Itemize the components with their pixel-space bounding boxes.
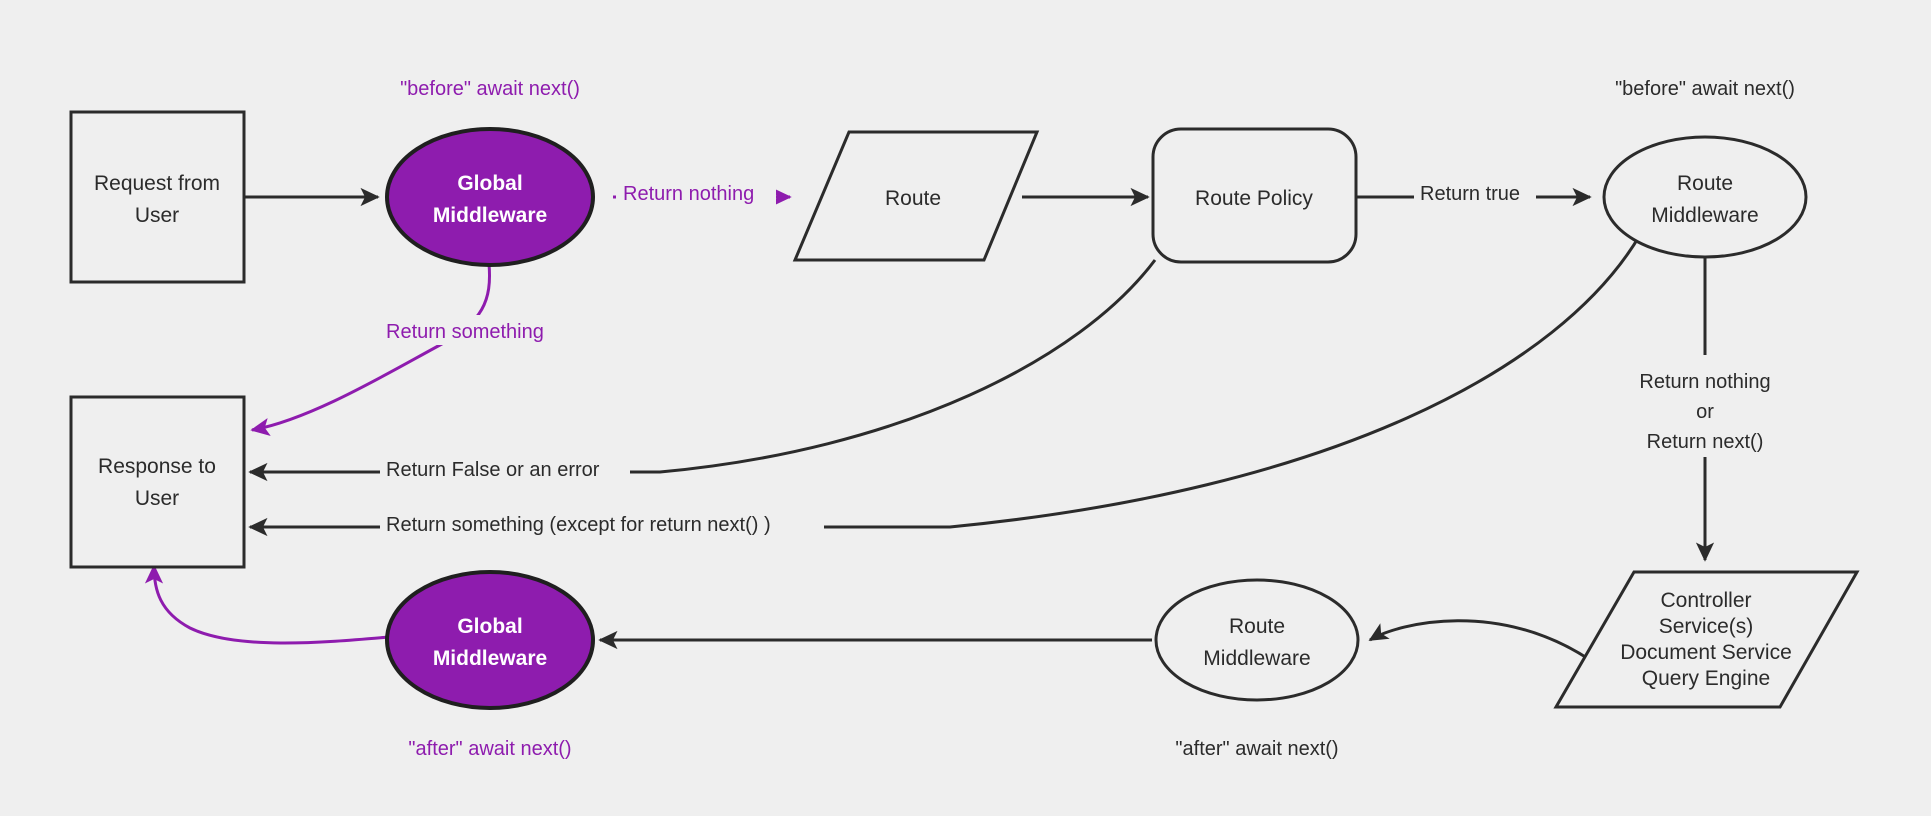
global-middleware-top-label-line1: Global <box>457 172 522 195</box>
route-policy-label: Route Policy <box>1195 187 1313 210</box>
route-middleware-bottom-label-line1: Route <box>1229 615 1285 638</box>
route-policy-shape <box>1151 127 1358 264</box>
return-something-label-bg <box>380 315 570 345</box>
annotation-before-await-next-global: "before" await next() <box>400 78 580 100</box>
edge-label-return-nothing-or-line1: Return nothing <box>1639 371 1770 393</box>
edge-label-return-false-or-error: Return False or an error <box>386 459 600 481</box>
route-middleware-top-label-line2: Middleware <box>1651 204 1758 227</box>
edge-label-return-nothing-or-line2: or <box>1696 401 1714 423</box>
edge-route-policy-return-false <box>248 259 1157 482</box>
node-controller-service[interactable]: Controller Service(s) Document Service Q… <box>1553 570 1860 709</box>
edge-label-return-something: Return something <box>386 321 544 343</box>
edge-label-return-nothing: Return nothing <box>623 183 754 205</box>
response-to-user-shape <box>69 395 246 569</box>
edge-label-return-something-except: Return something (except for return next… <box>386 514 771 536</box>
annotation-after-await-next-route: "after" await next() <box>1175 738 1338 760</box>
global-middleware-top-shape <box>385 127 595 267</box>
global-middleware-bottom-label-line2: Middleware <box>433 647 547 670</box>
edge-route-middleware-return-something <box>248 234 1642 537</box>
request-from-user-label-line1: Request from <box>94 172 220 195</box>
global-middleware-top-label-line2: Middleware <box>433 204 547 227</box>
route-middleware-top-shape <box>1602 135 1808 259</box>
node-global-middleware-bottom[interactable]: Global Middleware <box>385 570 595 710</box>
global-middleware-bottom-label-line1: Global <box>457 615 522 638</box>
return-something-except-label-bg <box>380 508 824 538</box>
route-middleware-bottom-label-line2: Middleware <box>1203 647 1310 670</box>
route-shape <box>792 130 1040 262</box>
return-nothing-or-label-bg <box>1620 362 1795 457</box>
route-middleware-top-label-line1: Route <box>1677 172 1733 195</box>
node-route[interactable]: Route <box>792 130 1040 262</box>
node-response-to-user[interactable]: Response to User <box>69 395 246 569</box>
route-middleware-bottom-shape <box>1154 578 1360 702</box>
node-route-middleware-bottom[interactable]: Route Middleware <box>1154 578 1360 702</box>
return-false-label-bg <box>380 453 630 483</box>
controller-service-label-line2: Service(s) <box>1659 615 1754 638</box>
annotation-after-await-next-global: "after" await next() <box>408 738 571 760</box>
node-route-policy[interactable]: Route Policy <box>1151 127 1358 264</box>
controller-service-label-line1: Controller <box>1660 589 1751 612</box>
global-middleware-bottom-shape <box>385 570 595 710</box>
node-global-middleware-top[interactable]: Global Middleware <box>385 127 595 267</box>
node-request-from-user[interactable]: Request from User <box>69 110 246 284</box>
route-label: Route <box>885 187 941 210</box>
request-from-user-shape <box>69 110 246 284</box>
controller-service-shape <box>1553 570 1860 709</box>
edge-controller-to-route-middleware-bottom <box>1368 619 1591 662</box>
edge-label-return-nothing-or-line3: Return next() <box>1647 431 1764 453</box>
return-true-label-bg <box>1414 178 1536 208</box>
annotation-before-await-next-route: "before" await next() <box>1615 78 1795 100</box>
edge-global-middleware-bottom-to-response <box>144 564 390 645</box>
request-from-user-label-line2: User <box>135 204 179 227</box>
edge-global-middleware-return-something <box>250 263 492 436</box>
controller-service-label-line3: Document Service <box>1620 641 1792 664</box>
response-to-user-label-line2: User <box>135 487 179 510</box>
response-to-user-label-line1: Response to <box>98 455 216 478</box>
controller-service-label-line4: Query Engine <box>1642 667 1770 690</box>
return-nothing-label-bg <box>616 178 776 208</box>
node-route-middleware-top[interactable]: Route Middleware <box>1602 135 1808 259</box>
edge-label-return-true: Return true <box>1420 183 1520 205</box>
